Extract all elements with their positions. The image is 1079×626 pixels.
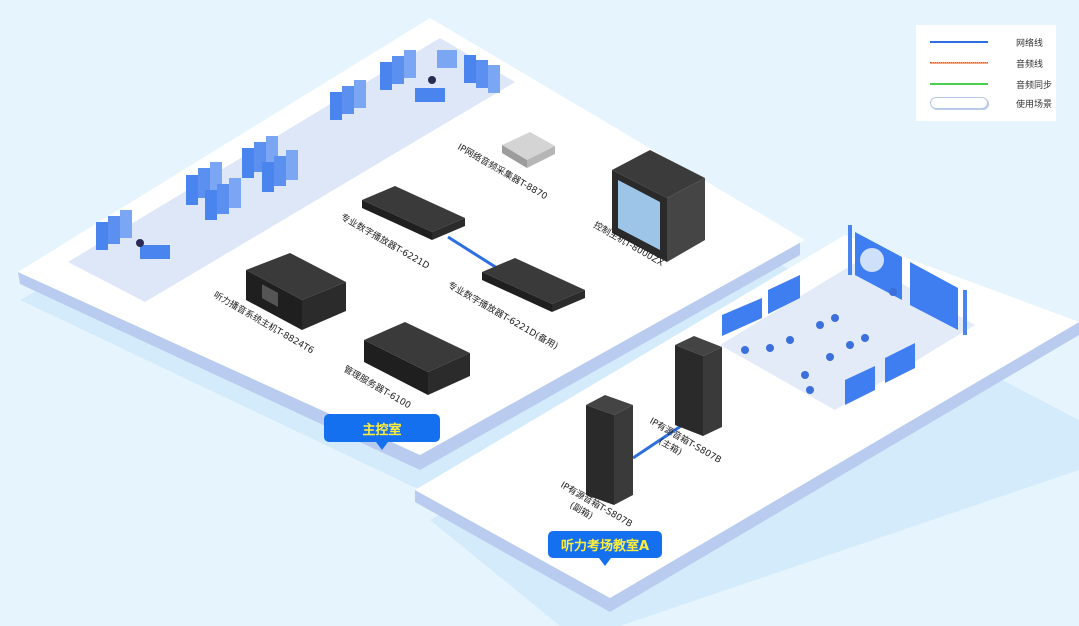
network-line-swatch	[930, 41, 988, 43]
zone-callout-control-room[interactable]: 主控室	[324, 414, 440, 450]
legend: 网络线 音频线 音频同步 使用场景	[916, 25, 1056, 121]
classroom-scene	[722, 225, 967, 405]
legend-item-network: 网络线	[930, 34, 1043, 50]
zone-label-control-room: 主控室	[362, 422, 402, 438]
device-console[interactable]	[612, 150, 705, 262]
legend-label: 音频线	[1016, 59, 1044, 70]
device-host[interactable]	[246, 253, 346, 330]
device-speaker-sub[interactable]	[586, 395, 633, 505]
device-collector[interactable]	[502, 132, 555, 168]
device-decoder-backup[interactable]	[482, 258, 585, 312]
device-speaker-main[interactable]	[675, 336, 722, 436]
platform-main	[18, 18, 805, 455]
legend-label: 音频同步	[1016, 80, 1053, 91]
workstation-staff	[136, 76, 445, 259]
network-line-decoders	[447, 235, 498, 270]
zone-label-classroom: 听力考场教室A	[560, 539, 650, 554]
scene-swatch	[930, 97, 988, 109]
device-server[interactable]	[364, 322, 470, 395]
legend-item-scene: 使用场景	[930, 95, 1052, 111]
audio-line-swatch	[930, 62, 988, 64]
legend-label: 网络线	[1016, 38, 1044, 49]
audio-sync-line-swatch	[930, 83, 988, 85]
legend-item-sync: 音频同步	[930, 76, 1052, 92]
legend-item-audio: 音频线	[930, 55, 1043, 71]
legend-label: 使用场景	[1016, 99, 1053, 110]
device-decoder-main[interactable]	[362, 186, 465, 240]
server-racks	[96, 50, 500, 250]
zone-callout-classroom[interactable]: 听力考场教室A	[548, 531, 662, 566]
